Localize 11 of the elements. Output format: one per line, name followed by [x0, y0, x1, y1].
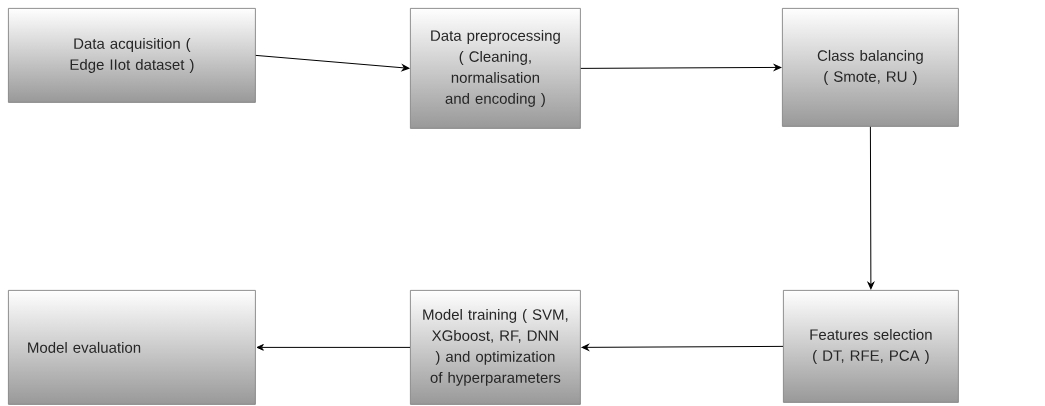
- process-box: Features selection ( DT, RFE, PCA ): [783, 290, 959, 403]
- process-box: Data preprocessing ( Cleaning, normalisation and encoding ): [410, 8, 581, 129]
- process-box: Class balancing ( Smote, RU ): [782, 8, 959, 127]
- process-box: Model training ( SVM, XGboost, RF, DNN ) and optimization of hyperparameters: [410, 290, 581, 405]
- process-box: Model evaluation: [8, 290, 256, 405]
- arrow: [580, 64, 782, 71]
- arrow: [867, 126, 875, 290]
- arrow: [255, 54, 410, 72]
- arrow: [581, 344, 784, 351]
- arrow: [256, 344, 411, 351]
- process-box: Data acquisition ( Edge IIot dataset ): [8, 8, 256, 103]
